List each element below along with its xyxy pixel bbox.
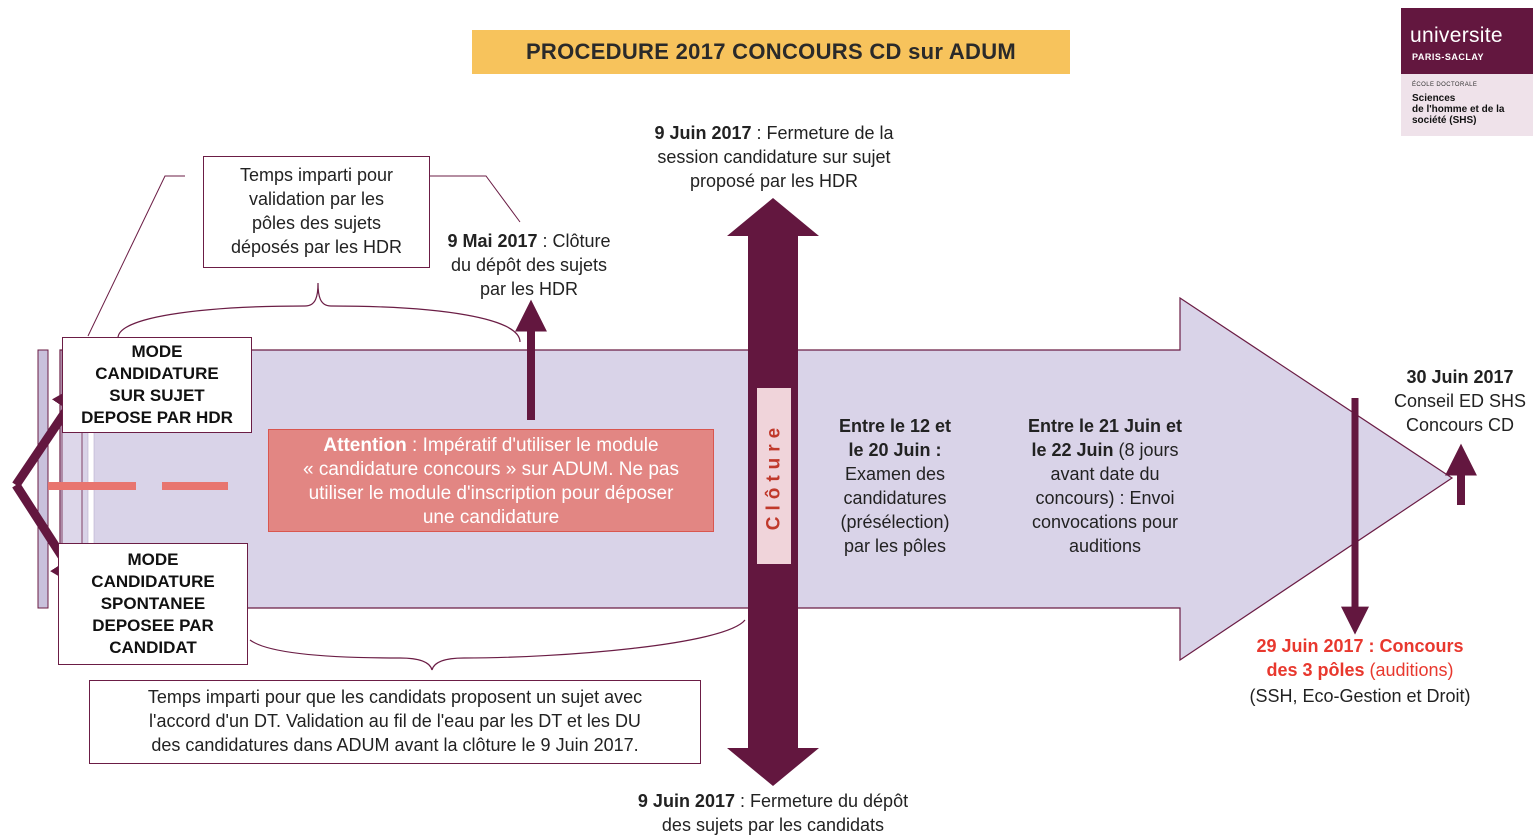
callout-line-right (430, 175, 521, 223)
hdr-period-brace (117, 282, 521, 343)
logo-school-name: Sciences de l'homme et de la société (SH… (1412, 93, 1505, 126)
june21-22-milestone: Entre le 21 Juin et le 22 Juin (8 jours … (1027, 416, 1183, 556)
dash-segment (162, 482, 228, 490)
cloture-label: Clôture (757, 388, 791, 564)
may9-milestone: 9 Mai 2017 : Clôture du dépôt des sujets… (447, 231, 611, 299)
attention-box: Attention : Impératif d'utiliser le modu… (268, 429, 714, 532)
june12-20-milestone: Entre le 12 et le 20 Juin : Examen des c… (838, 416, 952, 556)
logo-wordmark: universite (1410, 24, 1503, 47)
june9-bottom-milestone: 9 Juin 2017 : Fermeture du dépôt des suj… (637, 791, 909, 835)
dash-segment (48, 482, 136, 490)
candidate-period-brace (249, 619, 746, 671)
hdr-time-box: Temps imparti pour validation par les pô… (203, 156, 430, 268)
june30-milestone: 30 Juin 2017 Conseil ED SHS Concours CD (1393, 367, 1527, 435)
logo-subtitle: PARIS-SACLAY (1412, 52, 1485, 62)
university-logo: universite PARIS-SACLAY ÉCOLE DOCTORALE … (1401, 8, 1533, 136)
left-bar-outer (37, 349, 49, 609)
logo-band: universite PARIS-SACLAY (1401, 8, 1533, 74)
page-title: PROCEDURE 2017 CONCOURS CD sur ADUM (472, 30, 1070, 74)
candidate-time-box: Temps imparti pour que les candidats pro… (89, 680, 701, 764)
logo-ecole: ÉCOLE DOCTORALE (1412, 82, 1478, 88)
mode-spontaneous-box: MODE CANDIDATURE SPONTANEE DEPOSEE PAR C… (58, 543, 248, 665)
june9-top-milestone: 9 Juin 2017 : Fermeture de la session ca… (654, 123, 894, 191)
mode-hdr-box: MODE CANDIDATURE SUR SUJET DEPOSE PAR HD… (62, 337, 252, 433)
june29-milestone: 29 Juin 2017 : Concours des 3 pôles (aud… (1249, 636, 1471, 706)
callout-line-left (87, 175, 185, 337)
